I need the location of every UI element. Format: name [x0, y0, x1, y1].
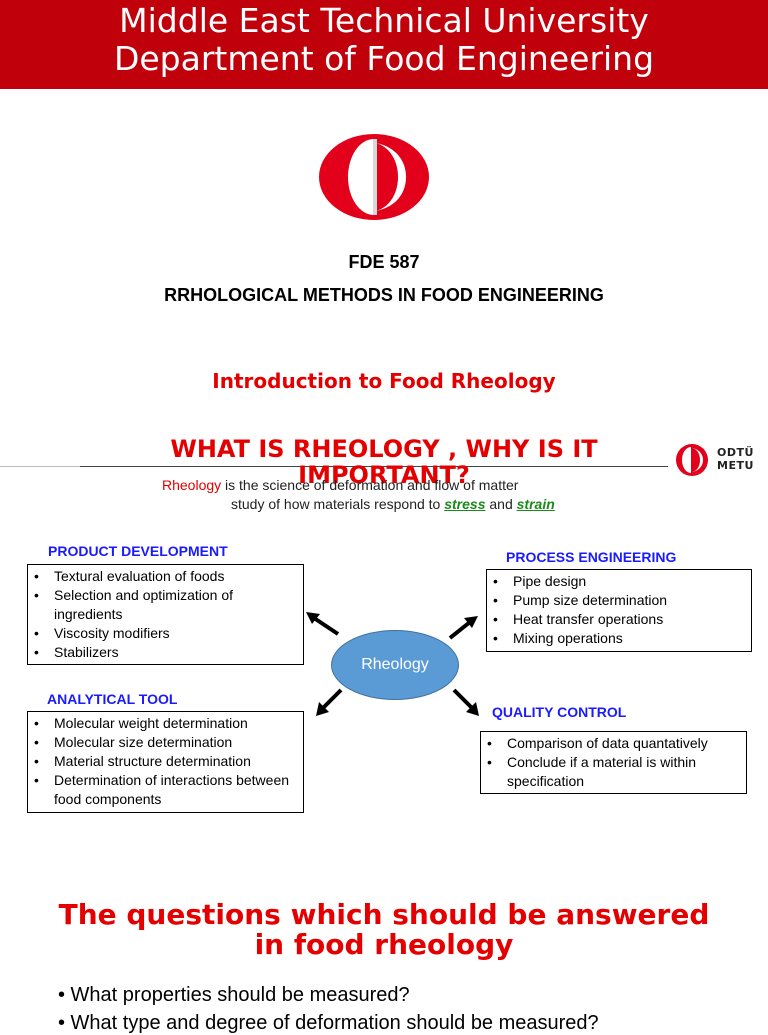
slide-title: WHAT IS RHEOLOGY , WHY IS IT	[170, 435, 598, 463]
list-item: Comparison of data quantatively	[485, 734, 740, 753]
process-engineering-box: Pipe design Pump size determination Heat…	[486, 569, 752, 652]
quality-control-title: QUALITY CONTROL	[492, 704, 627, 720]
list-item: Pipe design	[491, 572, 745, 591]
list-item: Textural evaluation of foods	[32, 567, 297, 586]
arrow-up-left-icon	[306, 612, 340, 636]
intro-title: Introduction to Food Rheology	[212, 369, 556, 393]
university-name: Middle East Technical University	[119, 1, 649, 40]
list-item: Material structure determination	[32, 752, 297, 771]
list-item: Heat transfer operations	[491, 610, 745, 629]
analytical-tool-title: ANALYTICAL TOOL	[47, 691, 178, 707]
list-item: Pump size determination	[491, 591, 745, 610]
arrow-down-right-icon	[452, 688, 479, 716]
metu-logo-icon	[319, 134, 429, 220]
definition-line2: study of how materials respond to stress…	[231, 496, 555, 512]
arrow-up-right-icon	[448, 616, 478, 640]
metu-logo-text: METU	[717, 459, 754, 472]
list-item: Molecular size determination	[32, 733, 297, 752]
department-name: Department of Food Engineering	[113, 39, 655, 78]
stress-term: stress	[444, 496, 486, 512]
metu-logo-text: ODTÜ	[717, 446, 754, 459]
rheology-center-label: Rheology	[361, 656, 429, 673]
process-engineering-title: PROCESS ENGINEERING	[506, 549, 677, 565]
strain-term: strain	[516, 496, 555, 512]
list-item: Conclude if a material is within specifi…	[485, 753, 740, 791]
quality-control-box: Comparison of data quantatively Conclude…	[480, 731, 747, 794]
slide-title: IMPORTANT?	[298, 461, 470, 489]
definition-line1: Rheology is the science of deformation a…	[162, 477, 518, 493]
metu-small-logo-icon	[676, 444, 708, 476]
rheology-center-node: Rheology	[331, 630, 459, 700]
questions-title: in food rheology	[254, 928, 514, 961]
divider-line	[80, 466, 668, 467]
product-development-box: Textural evaluation of foods Selection a…	[27, 564, 304, 665]
question-item: • What properties should be measured?	[58, 984, 410, 1006]
definition-term: Rheology	[162, 477, 222, 493]
analytical-tool-box: Molecular weight determination Molecular…	[27, 711, 304, 813]
list-item: Determination of interactions between fo…	[32, 771, 297, 809]
list-item: Selection and optimization of ingredient…	[32, 586, 297, 624]
product-development-title: PRODUCT DEVELOPMENT	[48, 543, 228, 559]
definition-text: is the science of deformation and flow o…	[221, 477, 519, 493]
course-title: RRHOLOGICAL METHODS IN FOOD ENGINEERING	[164, 285, 604, 305]
course-code: FDE 587	[348, 252, 420, 272]
list-item: Viscosity modifiers	[32, 624, 297, 643]
list-item: Molecular weight determination	[32, 714, 297, 733]
list-item: Stabilizers	[32, 643, 297, 662]
definition-text: and	[485, 496, 517, 512]
questions-title: The questions which should be answered	[58, 898, 710, 931]
list-item: Mixing operations	[491, 629, 745, 648]
header-banner: Middle East Technical University Departm…	[0, 0, 768, 89]
definition-text: study of how materials respond to	[231, 496, 445, 512]
arrow-down-left-icon	[316, 688, 343, 716]
